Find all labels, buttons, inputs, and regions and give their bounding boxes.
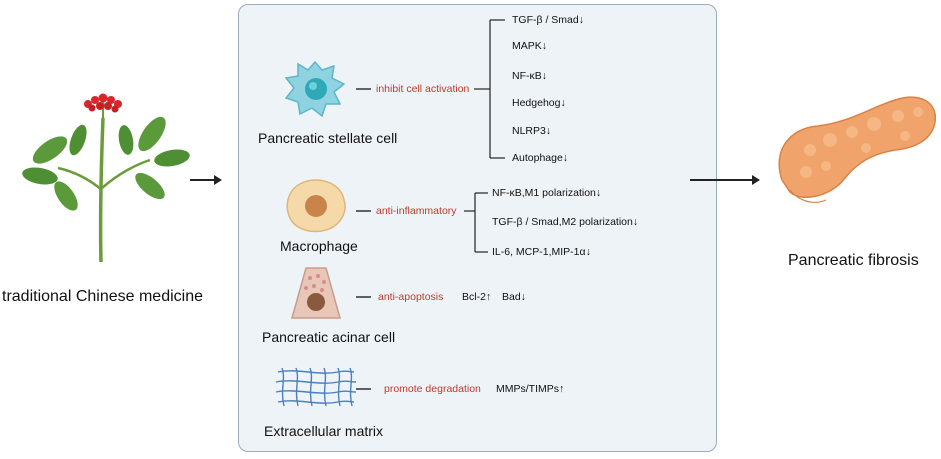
acinar-cell-icon	[291, 267, 341, 319]
ecm-label: Extracellular matrix	[264, 423, 384, 439]
pancreas-icon	[778, 96, 936, 203]
acinar-item: Bcl-2↑	[462, 291, 492, 303]
stellate-item: NLRP3↓	[512, 125, 552, 137]
stellate-item: TGF-β / Smad↓	[512, 14, 584, 26]
acinar-cell-label: Pancreatic acinar cell	[262, 329, 396, 345]
macrophage-item: TGF-β / Smad,M2 polarization↓	[492, 216, 639, 228]
stellate-item: Hedgehog↓	[512, 97, 566, 109]
acinar-item: Bad↓	[502, 291, 526, 303]
macrophage-icon	[286, 179, 346, 233]
macrophage-item: IL-6, MCP-1,MIP-1α↓	[492, 246, 591, 258]
left-arrow-icon	[190, 175, 222, 185]
stellate-cell-label: Pancreatic stellate cell	[258, 130, 398, 146]
stellate-item: NF-κB↓	[512, 70, 547, 82]
macrophage-effect: anti-inflammatory	[376, 205, 457, 217]
macrophage-item: NF-κB,M1 polarization↓	[492, 187, 602, 199]
stellate-item: Autophage↓	[512, 152, 569, 164]
extracellular-matrix-icon	[275, 367, 357, 407]
acinar-effect: anti-apoptosis	[378, 291, 444, 303]
ginseng-plant-icon	[22, 93, 190, 263]
ecm-item: MMPs/TIMPs↑	[496, 383, 565, 395]
ecm-effect: promote degradation	[384, 383, 481, 395]
macrophage-bracket	[464, 192, 488, 253]
macrophage-label: Macrophage	[280, 238, 358, 254]
pancreatic-fibrosis-label: Pancreatic fibrosis	[788, 252, 919, 269]
stellate-cell-icon	[284, 60, 346, 118]
tcm-label: traditional Chinese medicine	[2, 288, 203, 305]
stellate-bracket	[474, 19, 505, 159]
right-arrow-icon	[690, 175, 760, 185]
stellate-item: MAPK↓	[512, 40, 548, 52]
stellate-effect: inhibit cell activation	[376, 83, 470, 95]
